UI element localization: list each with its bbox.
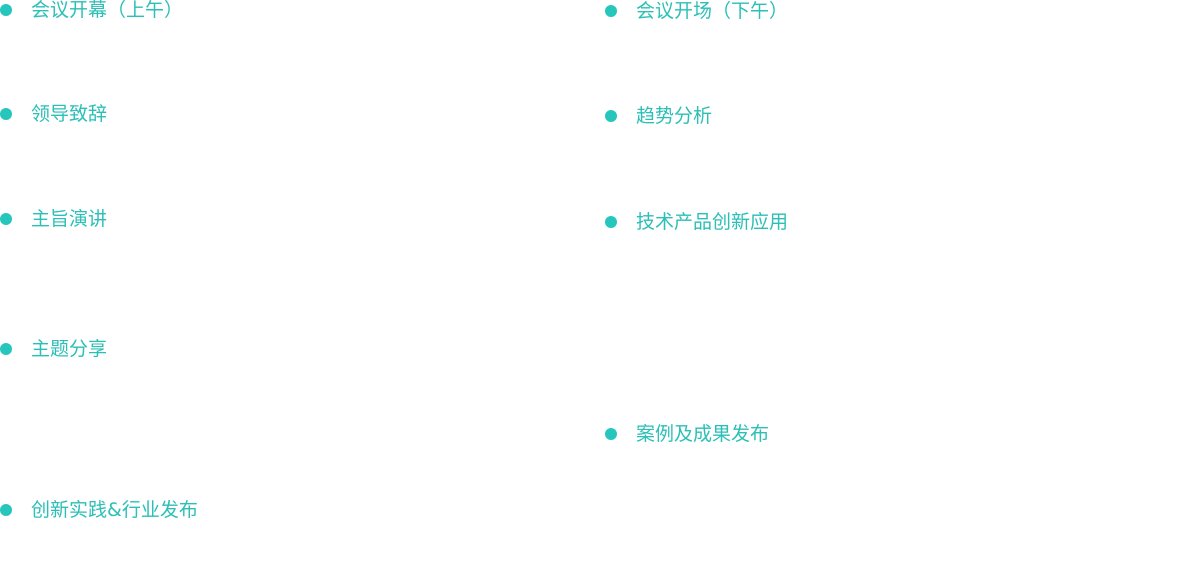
bullet-dot-icon [605, 216, 617, 228]
bullet-dot-icon [605, 428, 617, 440]
agenda-item-label: 会议开幕（上午） [31, 0, 184, 21]
agenda-item-label: 主题分享 [31, 338, 108, 360]
bullet-dot-icon [0, 4, 12, 16]
bullet-dot-icon [0, 108, 12, 120]
bullet-dot-icon [0, 343, 12, 355]
agenda-item-label: 技术产品创新应用 [636, 211, 789, 233]
agenda-item-label: 会议开场（下午） [636, 0, 789, 22]
agenda-item-label: 案例及成果发布 [636, 423, 770, 445]
bullet-dot-icon [605, 5, 617, 17]
agenda-item-label: 趋势分析 [636, 105, 713, 127]
bullet-dot-icon [0, 504, 12, 516]
agenda-item-label: 主旨演讲 [31, 208, 108, 230]
bullet-dot-icon [605, 110, 617, 122]
bullet-dot-icon [0, 213, 12, 225]
agenda-item-label: 创新实践&行业发布 [31, 499, 198, 521]
agenda-item-label: 领导致辞 [31, 103, 108, 125]
